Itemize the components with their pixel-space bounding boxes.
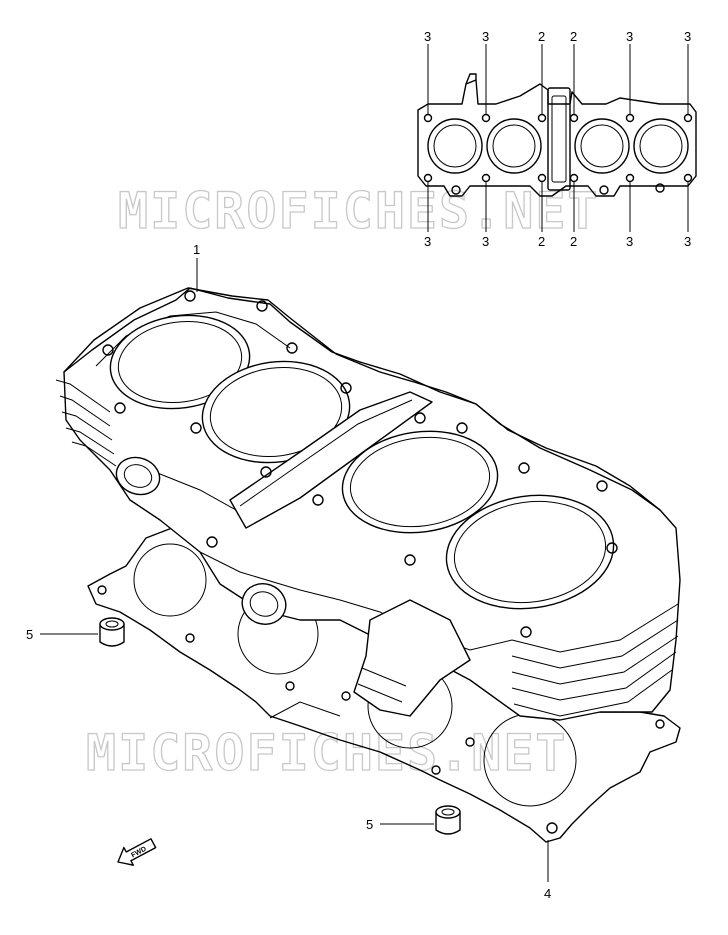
inset-label-top-6: 3 bbox=[684, 29, 691, 44]
dowel-pin-bottom bbox=[435, 805, 461, 835]
inset-top-view: 3 3 2 2 3 3 3 3 2 2 3 3 bbox=[417, 29, 697, 249]
inset-label-top-1: 3 bbox=[424, 29, 431, 44]
inset-label-top-3: 2 bbox=[538, 29, 545, 44]
cylinder-block bbox=[55, 287, 681, 721]
callouts: 1 5 5 4 bbox=[26, 242, 551, 901]
inset-label-bottom-4: 2 bbox=[570, 234, 577, 249]
forward-arrow-icon: FWD bbox=[117, 838, 157, 866]
inset-label-bottom-2: 3 bbox=[482, 234, 489, 249]
block-fins-right bbox=[511, 603, 679, 717]
inset-label-top-5: 3 bbox=[626, 29, 633, 44]
inset-label-top-4: 2 bbox=[570, 29, 577, 44]
inset-label-bottom-1: 3 bbox=[424, 234, 431, 249]
callout-part-5-left: 5 bbox=[26, 627, 33, 642]
callout-part-5-bottom: 5 bbox=[366, 817, 373, 832]
block-ports bbox=[115, 456, 287, 625]
inset-label-bottom-6: 3 bbox=[684, 234, 691, 249]
block-bolt-holes bbox=[102, 290, 618, 638]
inset-bores bbox=[427, 118, 689, 174]
callout-part-4: 4 bbox=[544, 886, 551, 901]
inset-bolt-holes bbox=[423, 113, 693, 195]
inset-label-bottom-5: 3 bbox=[626, 234, 633, 249]
watermark-bottom: MICROFICHES.NET bbox=[86, 724, 568, 782]
inset-label-bottom-3: 2 bbox=[538, 234, 545, 249]
block-bores bbox=[109, 314, 615, 610]
block-fins-left bbox=[55, 379, 117, 467]
inset-leaders bbox=[427, 44, 689, 232]
dowel-pin-left bbox=[99, 617, 125, 647]
inset-label-top-2: 3 bbox=[482, 29, 489, 44]
callout-part-1: 1 bbox=[193, 242, 200, 257]
watermark-top: MICROFICHES.NET bbox=[118, 182, 600, 240]
